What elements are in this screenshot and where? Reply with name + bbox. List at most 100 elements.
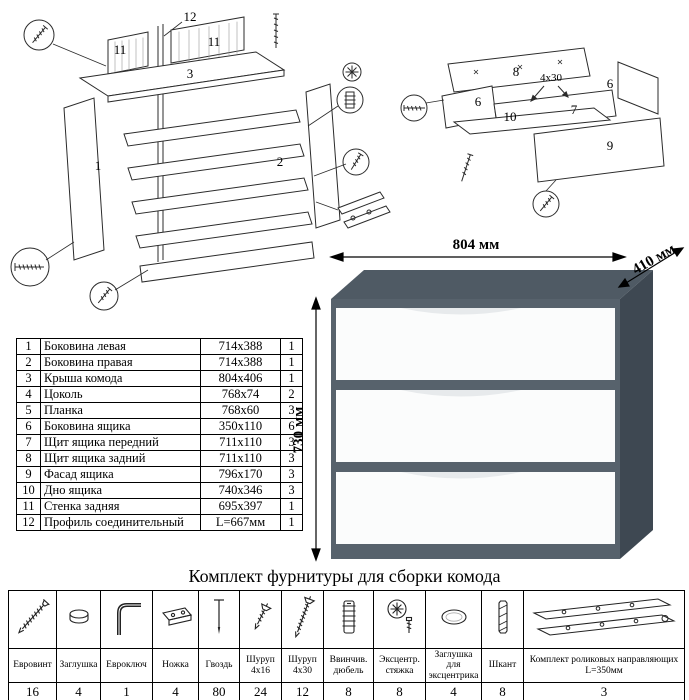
rail-parts <box>123 109 315 283</box>
wooden-dowel-icon <box>481 590 524 649</box>
part-size: 714x388 <box>200 354 281 371</box>
part-num: 11 <box>16 498 41 515</box>
part-qty: 1 <box>280 370 303 387</box>
hardware-qty: 16 <box>8 682 57 700</box>
screw-4x30-icon <box>281 590 324 649</box>
part-name: Фасад ящика <box>40 466 201 483</box>
back-panel-parts <box>107 16 245 75</box>
dresser-drawers <box>336 308 615 544</box>
part-name: Планка <box>40 402 201 419</box>
part-num: 2 <box>16 354 41 371</box>
hardware-qty: 4 <box>56 682 101 700</box>
hardware-names-row: Евровинт Заглушка Евроключ Ножка Гвоздь … <box>8 647 685 684</box>
hardware-qty: 8 <box>481 682 524 700</box>
hardware-name: Заглушка для эксцентрика <box>425 647 482 684</box>
part-qty: 1 <box>280 514 303 531</box>
drawer-label-facade: 9 <box>607 138 614 153</box>
dresser-top-face <box>331 270 653 299</box>
part-name: Цоколь <box>40 386 201 403</box>
part-name: Дно ящика <box>40 482 201 499</box>
part-num: 6 <box>16 418 41 435</box>
frame-label-back-left: 11 <box>114 42 127 57</box>
part-name: Крыша комода <box>40 370 201 387</box>
part-qty: 1 <box>280 354 303 371</box>
drawer-fastener-callouts <box>400 94 560 218</box>
hardware-name: Шуруп 4x16 <box>239 647 282 684</box>
part-size: 711x110 <box>200 434 281 451</box>
part-num: 10 <box>16 482 41 499</box>
part-size: 350x110 <box>200 418 281 435</box>
cam-lock-icon <box>373 590 426 649</box>
part-name: Боковина правая <box>40 354 201 371</box>
part-num: 7 <box>16 434 41 451</box>
confirmat-screw-icon <box>8 590 57 649</box>
loose-screw-and-bit <box>273 13 362 82</box>
hardware-name: Шуруп 4x30 <box>281 647 324 684</box>
part-size: 804x406 <box>200 370 281 387</box>
hardware-qty: 1 <box>100 682 153 700</box>
hardware-qty: 24 <box>239 682 282 700</box>
hardware-name: Шкант <box>481 647 524 684</box>
part-name: Щит ящика задний <box>40 450 201 467</box>
dimension-arrows <box>311 247 685 562</box>
part-qty: 2 <box>280 386 303 403</box>
hardware-icons-row <box>8 590 685 649</box>
part-qty: 1 <box>280 498 303 515</box>
part-size: 768x60 <box>200 402 281 419</box>
hardware-name: Заглушка <box>56 647 101 684</box>
drawer-side-right-part <box>617 61 659 115</box>
frame-label-top: 3 <box>187 66 194 81</box>
hardware-name: Гвоздь <box>198 647 240 684</box>
part-qty: 3 <box>280 402 303 419</box>
hardware-name: Ввинчив. дюбель <box>323 647 374 684</box>
part-size: 796x170 <box>200 466 281 483</box>
part-name: Стенка задняя <box>40 498 201 515</box>
hardware-qty: 4 <box>425 682 482 700</box>
hardware-name: Ножка <box>152 647 199 684</box>
part-size: 714x388 <box>200 338 281 355</box>
part-num: 5 <box>16 402 41 419</box>
part-size: L=667мм <box>200 514 281 531</box>
part-size: 711x110 <box>200 450 281 467</box>
part-qty: 3 <box>280 466 303 483</box>
hardware-qty: 8 <box>373 682 426 700</box>
frame-label-side-left: 1 <box>95 158 102 173</box>
hardware-qty: 12 <box>281 682 324 700</box>
nail-icon <box>198 590 240 649</box>
drawer-label-side-right: 6 <box>607 76 614 91</box>
drawer-assembly-diagram: 8 6 6 7 10 9 4x30 <box>400 47 665 218</box>
drawer-slides-icon <box>523 590 685 649</box>
right-side-part <box>305 83 341 229</box>
drawer-label-screw-size: 4x30 <box>540 72 563 84</box>
drawer-label-front: 7 <box>571 102 578 117</box>
part-num: 4 <box>16 386 41 403</box>
part-qty: 3 <box>280 434 303 451</box>
screw-direction-arrows <box>530 85 569 102</box>
dresser-right-face <box>620 270 653 559</box>
hardware-qty: 80 <box>198 682 240 700</box>
leader-lines <box>45 43 347 291</box>
screw-4x16-icon <box>239 590 282 649</box>
width-dimension-label: 804 мм <box>453 237 500 253</box>
part-qty: 3 <box>280 450 303 467</box>
drawer-slide-detail <box>337 191 391 229</box>
part-name: Профиль соединительный <box>40 514 201 531</box>
part-size: 695x397 <box>200 498 281 515</box>
frame-assembly-diagram: 12 11 11 3 1 2 <box>10 9 391 311</box>
frame-label-side-right: 2 <box>277 154 284 169</box>
hardware-name: Комплект роликовых направляющих L=350мм <box>523 647 685 684</box>
part-num: 12 <box>16 514 41 531</box>
part-size: 740x346 <box>200 482 281 499</box>
frame-label-profile: 12 <box>184 9 197 24</box>
